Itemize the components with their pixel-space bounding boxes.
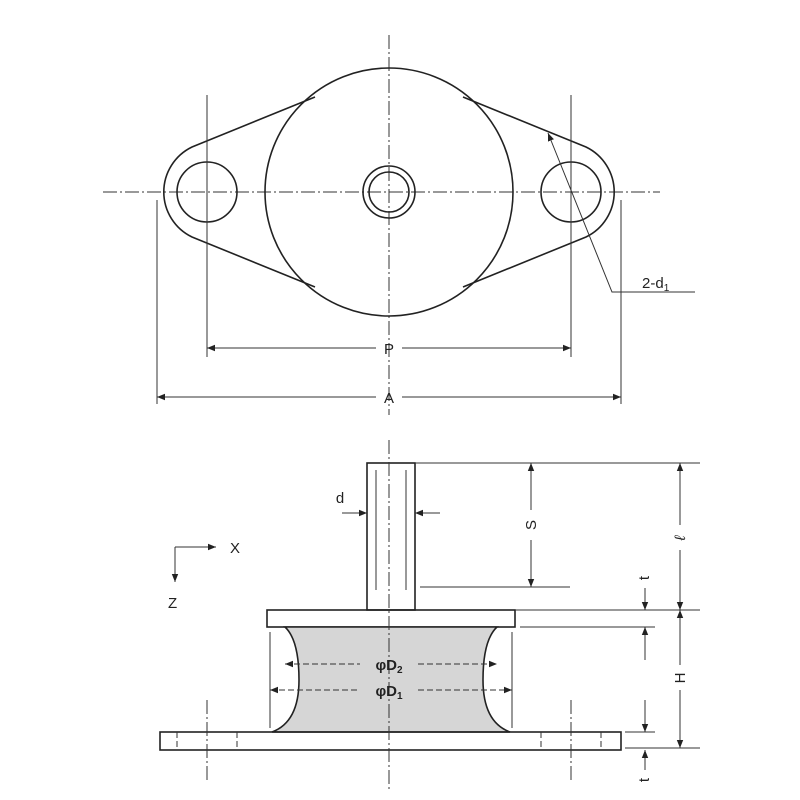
top-plate — [266, 609, 516, 628]
hole-leader-line — [547, 132, 695, 293]
dimension-label-s: S — [523, 520, 540, 530]
center-boss-outer — [362, 165, 416, 219]
dimension-label-a: A — [384, 390, 394, 407]
body-circle — [264, 67, 514, 317]
dimension-label-l: ℓ — [672, 534, 689, 541]
base-plate — [159, 731, 622, 751]
axis-indicator: X Z — [168, 540, 240, 612]
dimension-label-d1: φD1 — [375, 683, 403, 702]
left-flange-lobe — [162, 96, 316, 288]
side-view: φD2 φD1 d S ℓ H t t — [159, 440, 700, 790]
dimension-label-t-bottom: t — [636, 777, 653, 782]
right-flange-lobe — [462, 96, 616, 288]
hole-diameter-label: 2-d1 — [642, 275, 670, 294]
x-axis-label: X — [230, 540, 240, 557]
center-boss-inner — [368, 171, 410, 213]
z-axis-label: Z — [168, 595, 177, 612]
dimension-label-d2: φD2 — [375, 657, 403, 676]
top-view: P A 2-d1 — [103, 35, 695, 415]
dimension-label-d: d — [336, 490, 344, 507]
stud-bolt — [366, 462, 416, 611]
dimension-label-t-top: t — [636, 575, 653, 580]
dimension-label-p: P — [384, 341, 394, 358]
rubber-element — [271, 626, 511, 733]
dimension-label-h: H — [672, 673, 689, 684]
